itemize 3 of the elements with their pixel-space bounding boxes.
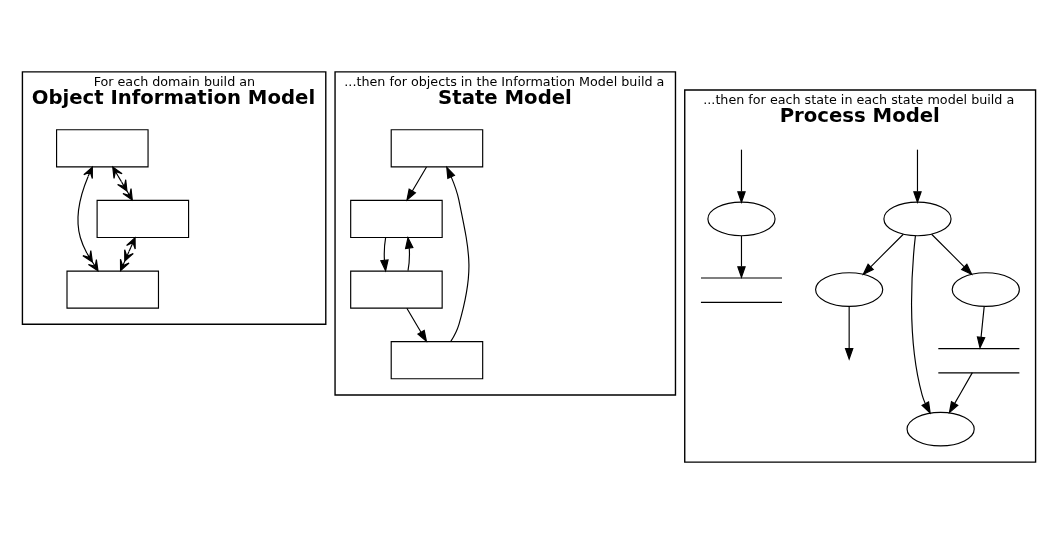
node-label: ...then for each state in each state model build a	[703, 91, 1015, 107]
node-label: For each domain build an	[93, 73, 256, 89]
node-label: ...then for objects in the Information Model build a	[344, 73, 665, 89]
